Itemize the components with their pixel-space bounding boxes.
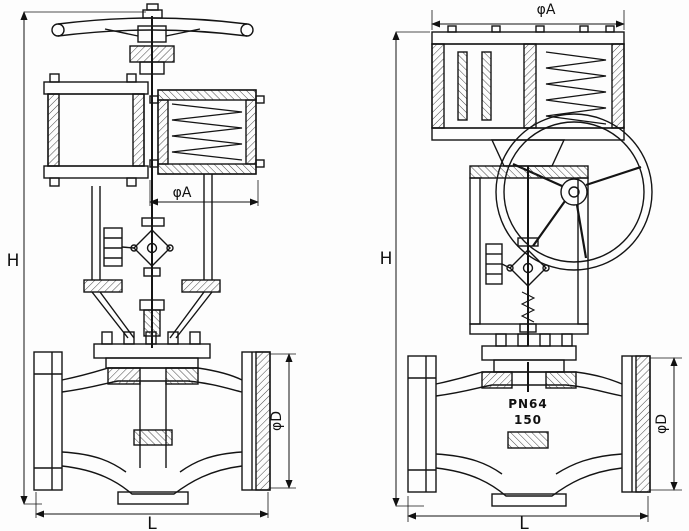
frame-rods-left: [91, 174, 213, 280]
dim-label-h-right: H: [380, 249, 393, 269]
dim-phiD-left: φD: [269, 353, 296, 489]
dim-label-l-right: L: [519, 514, 529, 531]
yoke-left: [83, 279, 221, 339]
body-marking-dn: 150: [514, 413, 542, 427]
spring-chamber-left: [149, 89, 265, 175]
dim-H-right: H: [380, 31, 430, 507]
dim-phiD-right: φD: [650, 357, 682, 491]
dim-label-phid-left: φD: [269, 411, 285, 431]
body-marking-pn: PN64: [508, 397, 548, 411]
dim-label-h-left: H: [7, 251, 20, 271]
actuator-right: [431, 25, 625, 167]
dim-label-phia-left: φA: [173, 185, 192, 201]
valve-body-right: PN64 150: [407, 355, 651, 507]
valve-body-left: [33, 351, 271, 505]
positioner-left: [103, 217, 174, 277]
cylinder-assembly-left: [43, 73, 149, 187]
positioner-right: [485, 166, 550, 346]
actuator-neck: [490, 139, 566, 167]
right-valve-view: φA: [380, 2, 682, 531]
dim-phiA-right: φA: [431, 2, 625, 30]
dim-label-l-left: L: [147, 514, 157, 531]
dim-phiA-left: φA: [149, 180, 259, 206]
dim-L-right: L: [407, 496, 649, 531]
dim-L-left: L: [35, 492, 269, 531]
dim-label-phia-right: φA: [537, 2, 556, 18]
dim-label-phid-right: φD: [654, 414, 670, 434]
dim-H-left: H: [7, 11, 146, 505]
left-valve-view: H φA φD L: [7, 3, 296, 531]
